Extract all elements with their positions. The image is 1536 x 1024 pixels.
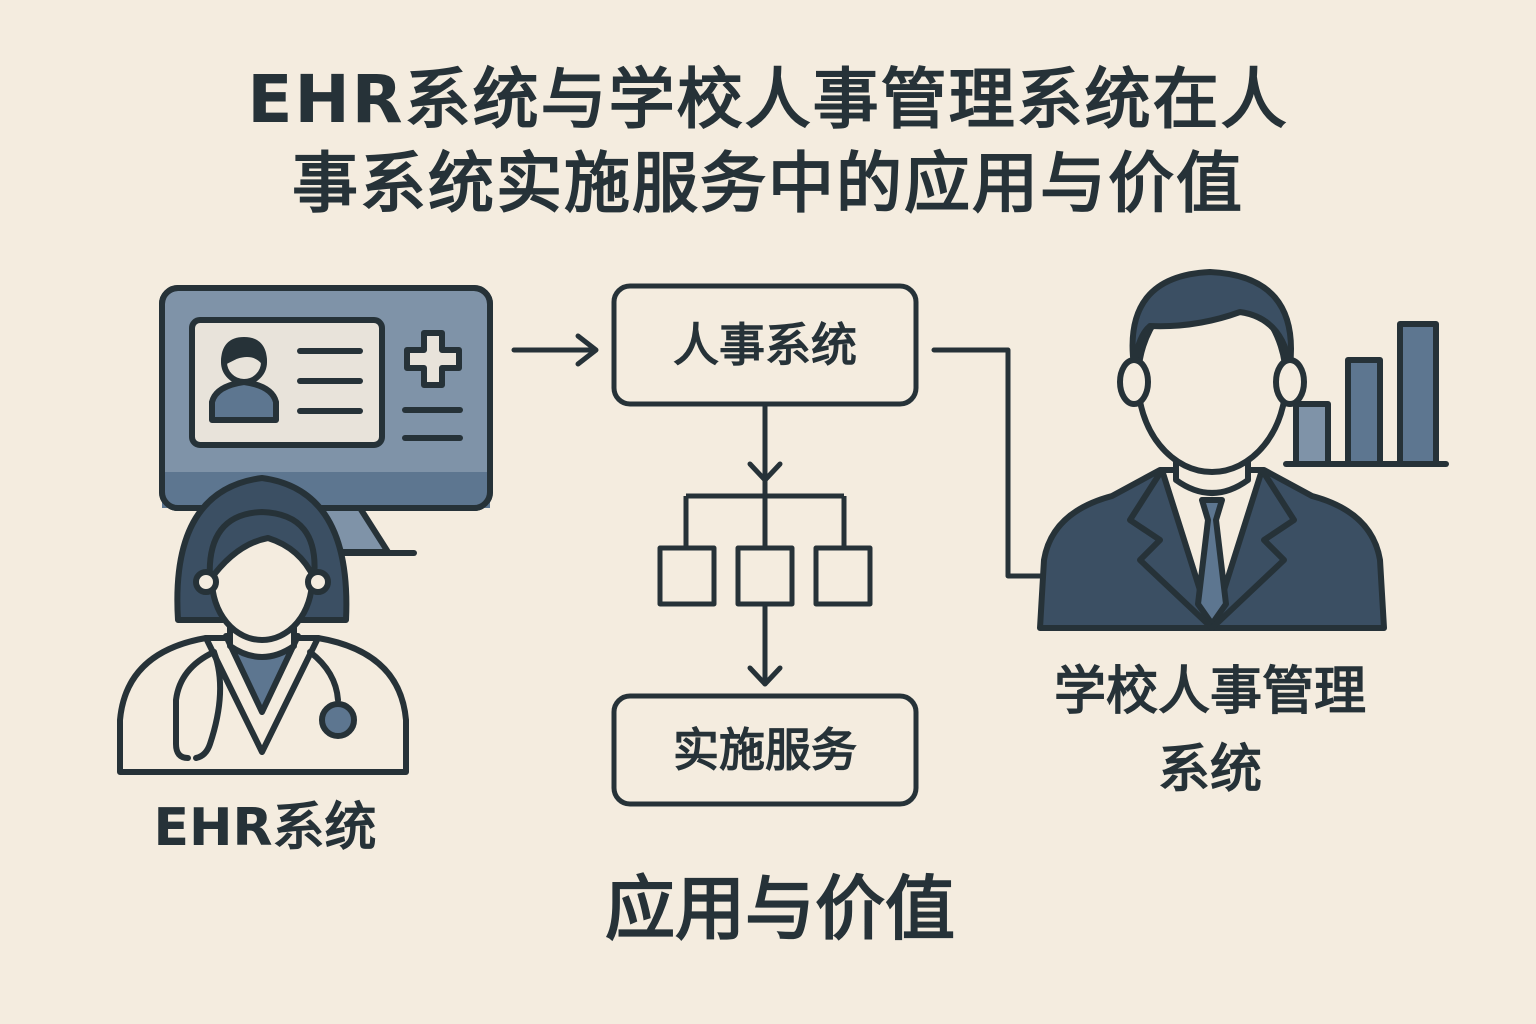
profile-card-icon (189, 317, 385, 448)
hr-system-label: 人事系统 (673, 318, 857, 372)
ehr-system-label: EHR系统 (153, 798, 377, 858)
title-line-2: 事系统实施服务中的应用与价值 (292, 145, 1244, 222)
bar-chart-icon (1283, 321, 1449, 467)
hr-system-box (611, 283, 919, 407)
implementation-service-box (611, 693, 919, 807)
title-line-1: EHR系统与学校人事管理系统在人 (247, 61, 1289, 138)
medical-cross-icon (402, 330, 463, 441)
page-title: EHR系统与学校人事管理系统在人 事系统实施服务中的应用与价值 (0, 58, 1536, 226)
implementation-service-label: 实施服务 (673, 723, 857, 777)
school-hr-label-line-1: 学校人事管理 (1053, 662, 1366, 722)
stethoscope-icon (173, 649, 357, 761)
flow-connectors (511, 333, 1051, 687)
businessman-icon (1037, 269, 1387, 631)
org-chart-icon (657, 480, 873, 607)
school-hr-label-line-2: 系统 (1157, 740, 1262, 800)
application-value-label: 应用与价值 (605, 868, 955, 950)
